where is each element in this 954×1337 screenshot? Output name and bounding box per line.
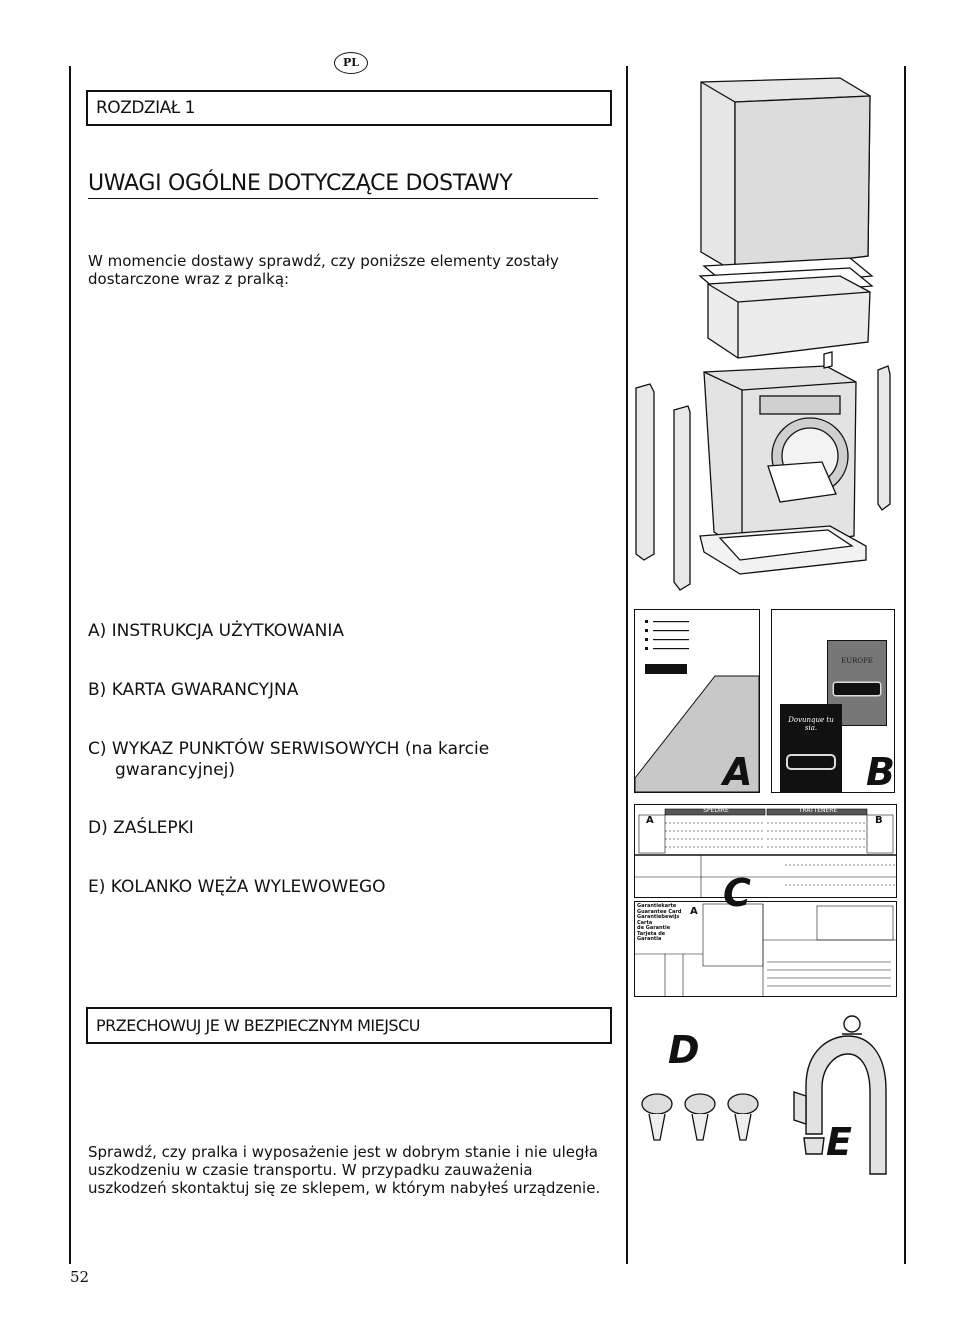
notice-box: PRZECHOWUJ JE W BEZPIECZNYM MIEJSCU bbox=[86, 1007, 612, 1044]
service-form-drawing bbox=[635, 808, 896, 897]
guarantee-title-line: de Garantie bbox=[637, 925, 671, 931]
chapter-title: ROZDZIAŁ 1 bbox=[96, 98, 196, 118]
guarantee-form-drawing bbox=[635, 903, 896, 996]
figure-label-d: D bbox=[668, 1028, 700, 1072]
guarantee-title-line: Garantia bbox=[637, 936, 662, 942]
dovunque-card-bar bbox=[788, 756, 834, 768]
chapter-title-box: ROZDZIAŁ 1 bbox=[86, 90, 612, 126]
page-number: 52 bbox=[70, 1268, 90, 1286]
figure-b-warranty-card: EUROPE Dovunque tu sia. B bbox=[771, 609, 895, 794]
section-heading: UWAGI OGÓLNE DOTYCZĄCE DOSTAWY bbox=[88, 171, 598, 199]
list-item-text: D) ZAŚLEPKI bbox=[88, 818, 194, 838]
dovunque-card-label: Dovunque tu sia. bbox=[788, 716, 834, 732]
figure-label-e: E bbox=[826, 1120, 852, 1164]
plug-cap bbox=[641, 1093, 673, 1141]
list-item-d: D) ZAŚLEPKI bbox=[88, 818, 194, 839]
guarantee-title-line: Garantiebewijs bbox=[637, 914, 680, 920]
form-mark-b: B bbox=[875, 815, 883, 826]
right-margin-rule bbox=[904, 66, 906, 1264]
guarantee-card-title: Garantiekarte Guarantee Card Garantiebew… bbox=[637, 903, 682, 943]
figure-e-hose-elbow bbox=[793, 1015, 887, 1175]
guarantee-title-line: Tarjeta de bbox=[637, 930, 666, 937]
notice-title: PRZECHOWUJ JE W BEZPIECZNYM MIEJSCU bbox=[96, 1016, 420, 1035]
figure-label-a: A bbox=[723, 750, 753, 794]
list-item-e: E) KOLANKO WĘŻA WYLEWOWEGO bbox=[88, 877, 386, 898]
guarantee-mark-a: A bbox=[690, 906, 698, 917]
figure-a-booklet: A bbox=[634, 609, 760, 794]
dovunque-card: Dovunque tu sia. bbox=[780, 704, 842, 792]
europe-card-label: EUROPE bbox=[841, 657, 873, 665]
spedire-label: SPEDIRE bbox=[703, 807, 729, 814]
figure-d-plugs bbox=[641, 1093, 759, 1141]
closing-paragraph: Sprawdź, czy pralka i wyposażenie jest w… bbox=[88, 1143, 601, 1197]
guarantee-title-line: Carta bbox=[637, 919, 653, 926]
plug-cap bbox=[684, 1093, 716, 1141]
figure-c-service-card-bottom: Garantiekarte Guarantee Card Garantiebew… bbox=[634, 901, 897, 997]
list-item-c: C) WYKAZ PUNKTÓW SERWISOWYCH (na karcie … bbox=[88, 739, 489, 781]
list-item-b: B) KARTA GWARANCYJNA bbox=[88, 680, 298, 701]
list-item-text: E) KOLANKO WĘŻA WYLEWOWEGO bbox=[88, 877, 386, 897]
list-item-continuation: gwarancyjnej) bbox=[115, 760, 236, 780]
left-margin-rule bbox=[69, 66, 71, 1264]
center-column-rule bbox=[626, 66, 628, 1264]
figure-label-b: B bbox=[866, 750, 895, 794]
figure-c-service-card-top: SPEDIRE TRATTENERE A B C bbox=[634, 804, 897, 915]
figure-label-c: C bbox=[723, 871, 751, 915]
list-item-a: A) INSTRUKCJA UŻYTKOWANIA bbox=[88, 621, 344, 642]
language-badge: PL bbox=[334, 52, 368, 74]
intro-paragraph: W momencie dostawy sprawdź, czy poniższe… bbox=[88, 252, 559, 288]
trattenere-label: TRATTENERE bbox=[798, 807, 838, 814]
europe-card-bar bbox=[834, 683, 880, 695]
plug-cap bbox=[727, 1093, 759, 1141]
unpacking-illustration bbox=[635, 77, 891, 591]
guarantee-title-line: Garantiekarte bbox=[637, 903, 677, 909]
guarantee-title-line: Guarantee Card bbox=[637, 908, 682, 915]
list-item-text: C) WYKAZ PUNKTÓW SERWISOWYCH (na karcie bbox=[88, 739, 490, 759]
list-item-text: A) INSTRUKCJA UŻYTKOWANIA bbox=[88, 621, 344, 641]
list-item-text: B) KARTA GWARANCYJNA bbox=[88, 680, 299, 700]
form-mark-a: A bbox=[646, 815, 654, 826]
